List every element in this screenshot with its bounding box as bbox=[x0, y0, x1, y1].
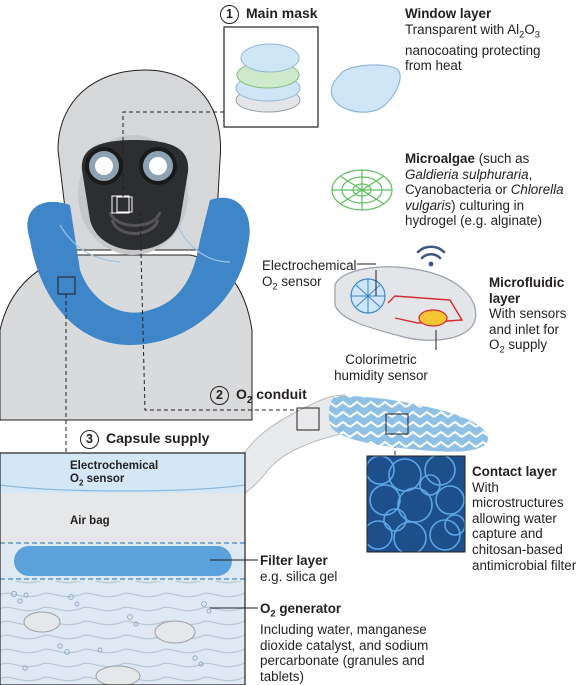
contact-line1: With microstructures bbox=[472, 479, 564, 511]
microfluidic-title1: Microfluidic bbox=[489, 275, 565, 290]
wireless-icon bbox=[416, 245, 446, 260]
o2-conduit-tube bbox=[236, 394, 488, 502]
microfluidic-layer-shape bbox=[334, 245, 477, 350]
microalgae-title: Microalgae bbox=[405, 151, 475, 166]
contact-line2: allowing water bbox=[472, 510, 557, 526]
colorimetric-sensor-label: Colorimetric humidity sensor bbox=[334, 352, 428, 383]
section-capsule-supply-heading: 3 Capsule supply bbox=[80, 430, 209, 449]
window-layer-shape bbox=[330, 64, 401, 113]
capsule-electrochemical-line1: Electrochemical bbox=[70, 460, 159, 472]
humidity-sensor-dot bbox=[418, 309, 448, 327]
microfluidic-title2: layer bbox=[489, 290, 521, 306]
microalgae-disc bbox=[331, 169, 393, 211]
person-suit-illustration bbox=[0, 69, 253, 421]
contact-line4: chitosan-based bbox=[472, 541, 563, 557]
section-number-2: 2 bbox=[210, 386, 229, 405]
contact-layer-title: Contact layer bbox=[472, 464, 557, 479]
electrochemical-line2-sub: 2 bbox=[272, 281, 278, 292]
microalgae-species-2a: Chlorella bbox=[510, 182, 564, 198]
capsule-air-bag-label: Air bag bbox=[70, 515, 110, 527]
generator-tablet bbox=[154, 620, 196, 644]
section-number-1: 1 bbox=[220, 5, 239, 24]
electrochemical-line2-suffix: sensor bbox=[277, 273, 322, 289]
microfluidic-line3-sub: 2 bbox=[499, 345, 505, 356]
o2-generator-label: O2 generator Including water, manganese … bbox=[260, 601, 428, 685]
o2-conduit-title-prefix: O bbox=[236, 386, 247, 403]
window-layer-line3: from heat bbox=[405, 58, 462, 74]
window-layer-label: Window layer Transparent with Al2O3 nano… bbox=[405, 6, 541, 74]
microalgae-line2-rest: , bbox=[528, 166, 533, 182]
microalgae-line1: (such as bbox=[474, 151, 530, 166]
window-layer-line1: Transparent with Al bbox=[405, 21, 520, 37]
generator-tablet bbox=[95, 665, 141, 685]
main-mask-title: Main mask bbox=[246, 5, 318, 22]
microalgae-label: Microalgae (such as Galdieria sulphurari… bbox=[405, 151, 564, 229]
capsule-electrochemical-line2-suffix: sensor bbox=[83, 473, 125, 485]
window-layer-sub1: 2 bbox=[519, 29, 525, 40]
microfluidic-line1: With sensors bbox=[489, 306, 567, 322]
o2-generator-title-sub: 2 bbox=[270, 608, 276, 619]
capsule-electrochemical-label: Electrochemical O2 sensor bbox=[70, 460, 158, 489]
microalgae-species-1: Galdieria sulphuraria bbox=[405, 166, 529, 182]
contact-layer-inset bbox=[366, 455, 466, 553]
microalgae-line3: Cyanobacteria or bbox=[405, 182, 511, 198]
window-layer-title: Window layer bbox=[405, 6, 492, 21]
contact-line3: capture and bbox=[472, 526, 543, 542]
section-main-mask-heading: 1 Main mask bbox=[220, 5, 318, 24]
o2-generator-line3: percarbonate (granules and bbox=[260, 653, 425, 669]
o2-generator-line1: Including water, manganese bbox=[260, 622, 427, 638]
o2-generator-line4: tablets) bbox=[260, 669, 304, 685]
electrochemical-line2-prefix: O bbox=[262, 273, 273, 289]
leader-lines bbox=[210, 263, 376, 609]
microfluidic-layer-label: Microfluidic layer With sensors and inle… bbox=[489, 275, 566, 359]
section-number-3: 3 bbox=[80, 430, 99, 449]
window-layer-line2: nanocoating protecting bbox=[405, 42, 541, 58]
window-layer-mid: O bbox=[524, 21, 535, 37]
capsule-box bbox=[0, 452, 246, 685]
o2-conduit-title-sub: 2 bbox=[246, 395, 253, 406]
filter-layer-label: Filter layer e.g. silica gel bbox=[260, 553, 337, 584]
main-mask-layers-box bbox=[223, 26, 319, 128]
filter-layer-title: Filter layer bbox=[260, 553, 328, 568]
filter-layer-line1: e.g. silica gel bbox=[260, 568, 338, 584]
blue-air-collar bbox=[27, 197, 250, 345]
contact-layer-label: Contact layer With microstructures allow… bbox=[472, 464, 587, 573]
microfluidic-line3-prefix: O bbox=[489, 337, 500, 353]
colorimetric-line1: Colorimetric bbox=[345, 352, 417, 367]
callout-lines bbox=[65, 111, 396, 456]
microalgae-line4-rest: ) culturing in bbox=[451, 197, 525, 213]
colorimetric-line2: humidity sensor bbox=[334, 367, 428, 383]
o2-generator-title-prefix: O bbox=[260, 601, 271, 616]
generator-tablet bbox=[23, 611, 61, 633]
o2-conduit-title-suffix: conduit bbox=[252, 386, 307, 403]
microfluidic-line2: and inlet for bbox=[489, 321, 559, 337]
electrochemical-sensor-label: Electrochemical O2 sensor bbox=[262, 258, 357, 295]
o2-generator-line2: dioxide catalyst, and sodium bbox=[260, 637, 429, 653]
microalgae-species-2b: vulgaris bbox=[405, 197, 452, 213]
capsule-electrochemical-line2-sub: 2 bbox=[78, 478, 84, 488]
window-layer-sub2: 3 bbox=[534, 29, 540, 40]
filter-layer-bar bbox=[14, 546, 232, 576]
microalgae-line5: hydrogel (e.g. alginate) bbox=[405, 213, 542, 229]
contact-line5: antimicrobial filter bbox=[472, 557, 577, 573]
capsule-electrochemical-line2-prefix: O bbox=[70, 473, 79, 485]
o2-generator-title-suffix: generator bbox=[275, 601, 342, 616]
microfluidic-line3-suffix: supply bbox=[504, 337, 548, 353]
capsule-supply-title: Capsule supply bbox=[106, 430, 210, 447]
electrochemical-line1: Electrochemical bbox=[262, 258, 357, 273]
